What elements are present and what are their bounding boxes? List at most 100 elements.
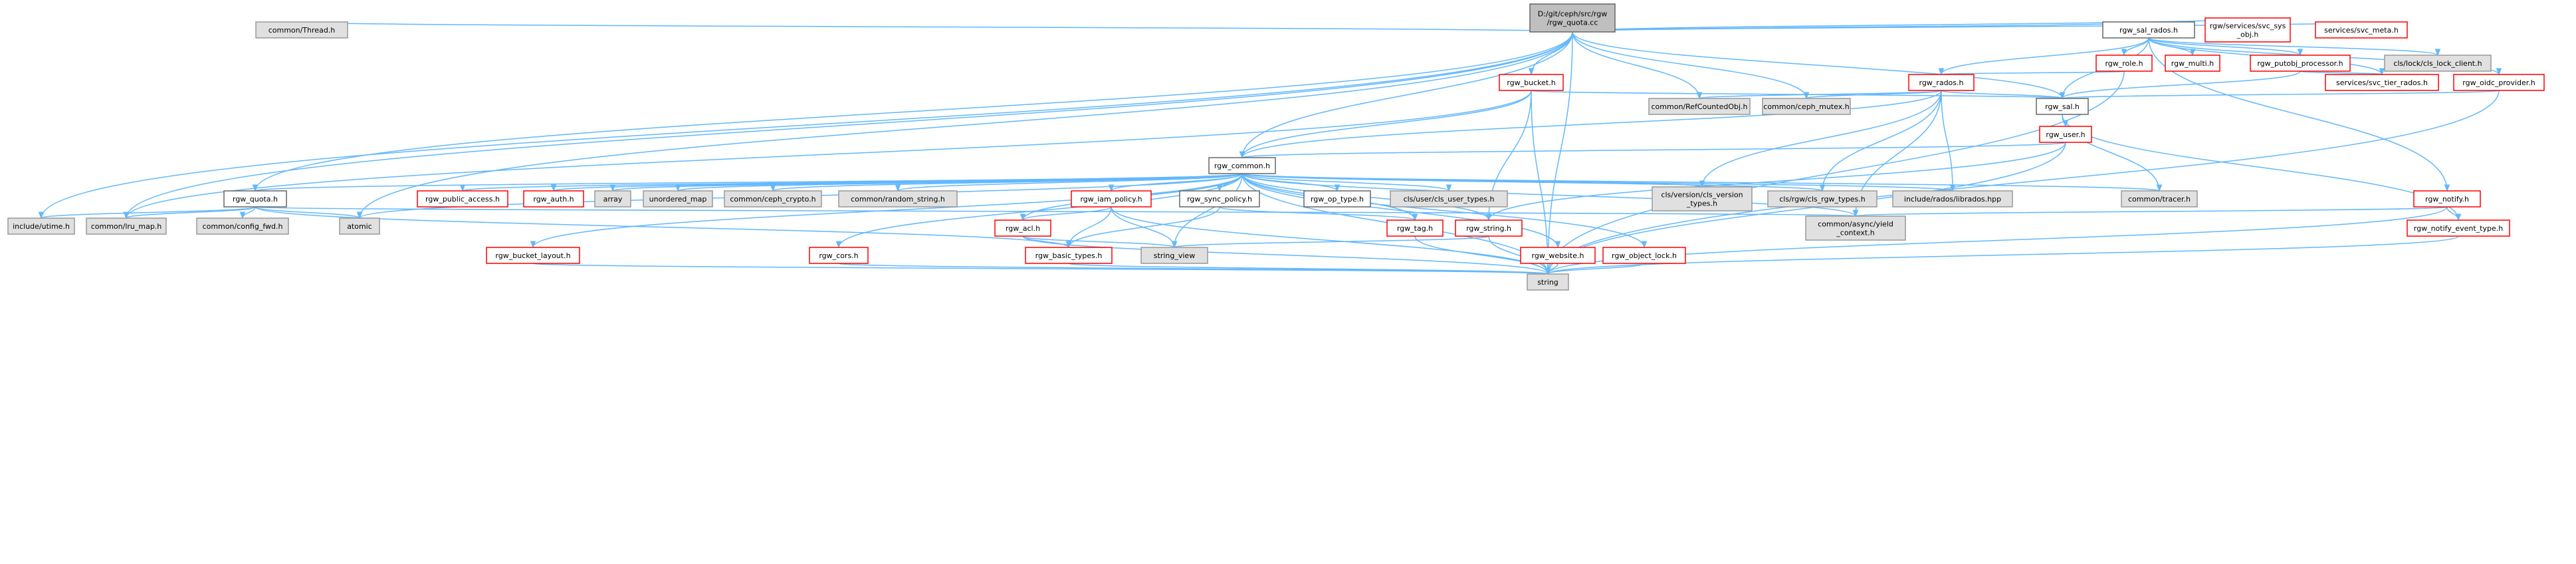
graph-node-rgw-string[interactable]: rgw_string.h xyxy=(1455,219,1523,237)
graph-node-acl[interactable]: rgw_acl.h xyxy=(994,219,1051,237)
graph-node-tracer: common/tracer.h xyxy=(2121,190,2198,208)
graph-node-notify[interactable]: rgw_notify.h xyxy=(2413,190,2481,208)
graph-node-bucket-layout[interactable]: rgw_bucket_layout.h xyxy=(486,247,580,264)
dependency-edge xyxy=(532,263,1551,275)
node-label: rgw_notify_event_type.h xyxy=(2414,224,2503,233)
graph-node-lru-map: common/lru_map.h xyxy=(86,217,167,235)
graph-node-sync-policy[interactable]: rgw_sync_policy.h xyxy=(1179,190,1260,208)
dependency-edge xyxy=(1241,173,1561,249)
graph-node-object-lock[interactable]: rgw_object_lock.h xyxy=(1602,247,1686,264)
node-box xyxy=(1762,98,1851,115)
node-label: rgw_tag.h xyxy=(1397,224,1433,233)
node-box xyxy=(7,217,75,235)
node-box xyxy=(2102,21,2195,39)
node-box xyxy=(2095,55,2153,72)
node-box xyxy=(339,217,380,235)
graph-node-svc-meta[interactable]: services/svc_meta.h xyxy=(2315,21,2408,39)
graph-node-common[interactable]: rgw_common.h xyxy=(1208,157,1276,174)
dependency-edge xyxy=(1803,90,1942,100)
dependency-edge xyxy=(2148,37,2441,57)
dependency-edge xyxy=(298,21,1573,33)
node-box xyxy=(417,190,508,208)
node-label: cls/user/cls_user_types.h xyxy=(1404,195,1495,204)
graph-node-auth[interactable]: rgw_auth.h xyxy=(523,190,584,208)
node-box xyxy=(486,247,580,264)
edge-layer xyxy=(38,17,2502,275)
node-label: rgw_sync_policy.h xyxy=(1187,195,1252,204)
node-box xyxy=(1652,186,1753,212)
graph-node-svc-tier[interactable]: services/svc_tier_rados.h xyxy=(2325,74,2439,91)
node-label: _types.h xyxy=(1686,200,1717,208)
graph-node-rados[interactable]: rgw_rados.h xyxy=(1908,74,1975,91)
dependency-edge xyxy=(1852,206,2448,217)
node-box xyxy=(196,217,289,235)
node-box xyxy=(1648,98,1751,115)
node-label: rgw_basic_types.h xyxy=(1035,251,1103,260)
node-label: cls/lock/cls_lock_client.h xyxy=(2393,59,2482,68)
node-box xyxy=(255,21,348,39)
graph-node-string-view: string_view xyxy=(1140,247,1208,264)
dependency-edge xyxy=(895,173,1243,192)
node-box xyxy=(594,190,631,208)
node-label: /rgw_quota.cc xyxy=(1547,19,1598,27)
node-box xyxy=(1303,190,1371,208)
node-box xyxy=(1208,157,1276,174)
node-label: _context.h xyxy=(1836,229,1874,237)
graph-node-cors[interactable]: rgw_cors.h xyxy=(809,247,869,264)
graph-node-ceph-mutex: common/ceph_mutex.h xyxy=(1762,98,1851,115)
graph-node-quota[interactable]: rgw_quota.h xyxy=(223,190,287,208)
node-layer: D:/git/ceph/src/rgw/rgw_quota.cccommon/T… xyxy=(7,3,2545,291)
graph-node-sal[interactable]: rgw_sal.h xyxy=(2036,98,2089,115)
dependency-edge xyxy=(1171,235,1489,249)
graph-node-config-fwd: common/config_fwd.h xyxy=(196,217,289,235)
graph-node-svc-sys-obj[interactable]: rgw/services/svc_sys_obj.h xyxy=(2204,17,2291,43)
node-label: atomic xyxy=(347,222,372,231)
dependency-edge xyxy=(1219,206,1418,221)
graph-node-public-access[interactable]: rgw_public_access.h xyxy=(417,190,508,208)
graph-node-multi[interactable]: rgw_multi.h xyxy=(2165,55,2220,72)
dependency-edge xyxy=(835,173,1243,249)
node-label: include/utime.h xyxy=(13,222,70,231)
node-label: rgw_website.h xyxy=(1532,251,1584,260)
node-box xyxy=(809,247,869,264)
graph-node-oidc[interactable]: rgw_oidc_provider.h xyxy=(2453,74,2545,91)
node-box xyxy=(838,190,958,208)
dependency-edge xyxy=(1572,31,2066,100)
graph-node-putobj[interactable]: rgw_putobj_processor.h xyxy=(2250,55,2351,72)
graph-node-unordered-map: unordered_map xyxy=(643,190,713,208)
node-box xyxy=(2407,219,2510,237)
graph-node-string: string xyxy=(1527,273,1569,291)
dependency-edge xyxy=(1239,142,2066,159)
dependency-edge xyxy=(1241,173,1648,249)
node-box xyxy=(1025,247,1113,264)
node-label: rgw/services/svc_sys xyxy=(2210,22,2286,31)
node-label: rgw_cors.h xyxy=(819,251,858,260)
graph-node-sal-rados[interactable]: rgw_sal_rados.h xyxy=(2102,21,2195,39)
graph-node-notify-event[interactable]: rgw_notify_event_type.h xyxy=(2407,219,2510,237)
graph-node-bucket[interactable]: rgw_bucket.h xyxy=(1499,74,1564,91)
graph-node-cls-lock: cls/lock/cls_lock_client.h xyxy=(2384,55,2492,72)
graph-node-website[interactable]: rgw_website.h xyxy=(1520,247,1596,264)
graph-node-role[interactable]: rgw_role.h xyxy=(2095,55,2153,72)
node-label: unordered_map xyxy=(649,195,707,204)
node-label: rgw_op_type.h xyxy=(1311,195,1364,204)
graph-node-iam-policy[interactable]: rgw_iam_policy.h xyxy=(1071,190,1152,208)
dependency-edge xyxy=(255,206,363,219)
node-box xyxy=(2315,21,2408,39)
node-box xyxy=(2250,55,2351,72)
graph-node-basic-types[interactable]: rgw_basic_types.h xyxy=(1025,247,1113,264)
graph-node-op-type[interactable]: rgw_op_type.h xyxy=(1303,190,1371,208)
node-box xyxy=(223,190,287,208)
dependency-edge xyxy=(1572,31,1703,100)
graph-node-user[interactable]: rgw_user.h xyxy=(2039,126,2092,143)
node-label: services/svc_meta.h xyxy=(2324,26,2399,35)
node-label: rgw_sal_rados.h xyxy=(2119,26,2178,35)
node-label: services/svc_tier_rados.h xyxy=(2336,78,2428,87)
node-label: rgw_common.h xyxy=(1214,162,1270,170)
node-label: rgw_role.h xyxy=(2105,59,2143,68)
dependency-edge xyxy=(1239,31,1573,159)
graph-node-tag[interactable]: rgw_tag.h xyxy=(1386,219,1444,237)
dependency-edge xyxy=(123,206,256,219)
dependency-edge xyxy=(1171,173,1243,249)
